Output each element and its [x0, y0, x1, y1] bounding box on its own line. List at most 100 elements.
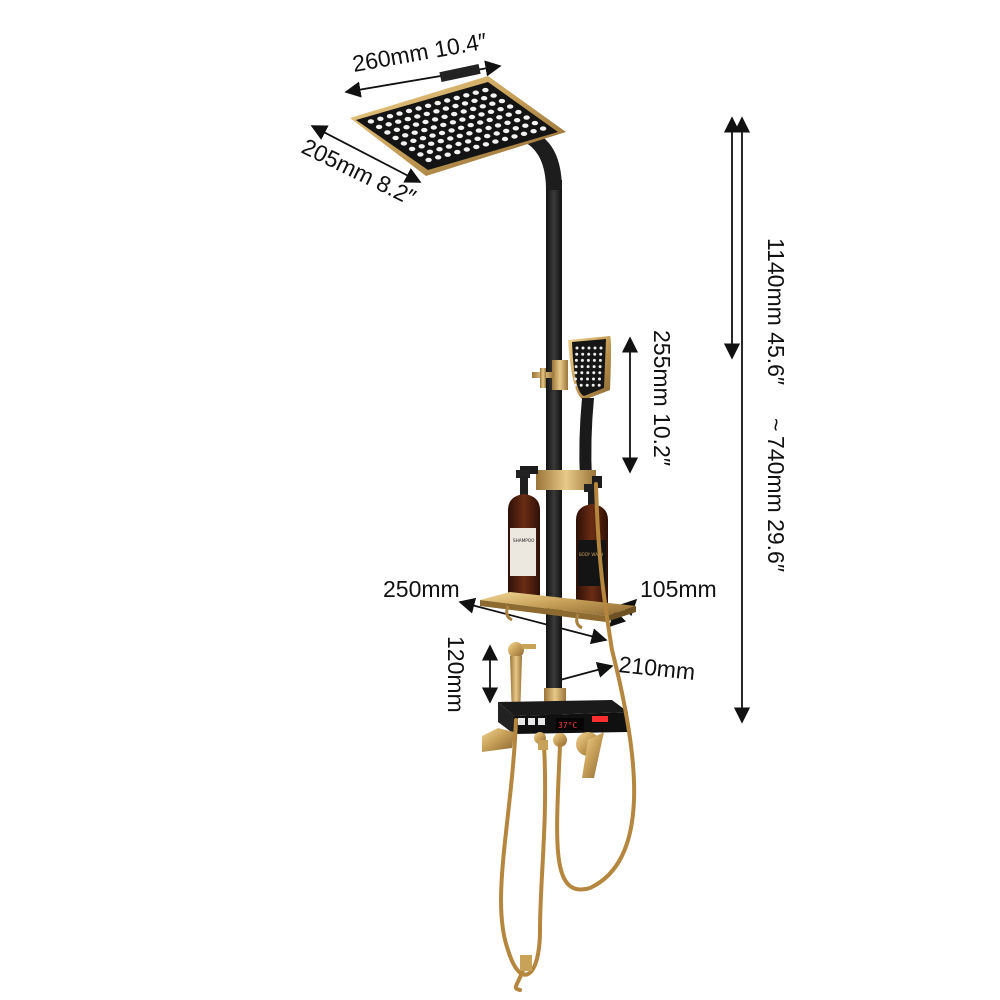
nozzle-dot [474, 136, 481, 141]
hand-nozzle-dot [597, 383, 601, 387]
nozzle-dot [431, 117, 439, 122]
nozzle-dot [449, 120, 457, 125]
nozzle-dot [418, 144, 425, 149]
hand-nozzle-dot [586, 358, 590, 362]
nozzle-dot [511, 134, 518, 139]
nozzle-dot [470, 106, 477, 112]
nozzle-dot [496, 115, 503, 120]
nozzle-dot [477, 120, 484, 125]
nozzle-dot [419, 136, 427, 141]
nozzle-dot [464, 139, 472, 144]
nozzle-dot [367, 119, 375, 124]
nozzle-dot [414, 114, 421, 119]
nozzle-dot [522, 123, 529, 128]
nozzle-dot [512, 126, 519, 131]
hand-nozzle-dot [599, 346, 603, 350]
nozzle-dot [453, 95, 460, 101]
hose-bidet [499, 718, 548, 977]
nozzle-dot [447, 136, 454, 141]
tub-spout [482, 728, 514, 752]
nozzle-dot [539, 126, 547, 131]
nozzle-dot [415, 106, 422, 111]
button-3[interactable] [538, 718, 545, 725]
control-lever[interactable] [582, 732, 604, 778]
nozzle-dot [487, 109, 495, 115]
hand-nozzle-dot [579, 383, 583, 387]
nozzle-dot [452, 103, 459, 109]
hand-nozzle-dot [585, 383, 589, 387]
nozzle-dot [504, 120, 511, 126]
nozzle-dot [492, 139, 499, 144]
nozzle-dot [498, 98, 506, 104]
hand-nozzle-dot [598, 377, 601, 381]
nozzle-dot [468, 114, 476, 120]
nozzle-dot [473, 144, 480, 150]
bottle-left-label: SHAMPOO [513, 538, 535, 543]
nozzle-dot [410, 138, 417, 143]
nozzle-dot [402, 133, 409, 138]
mixer-unit: 37°C [482, 688, 628, 778]
nozzle-dot [480, 96, 488, 101]
nozzle-dot [467, 122, 474, 128]
hand-shower-holder [532, 360, 568, 390]
shelf [480, 592, 636, 630]
nozzle-dot [400, 141, 408, 146]
nozzle-dot [396, 111, 403, 116]
hand-nozzle-dot [574, 365, 578, 369]
hand-nozzle-dot [574, 358, 578, 362]
nozzle-dot [385, 122, 392, 127]
shelf-hook-left [505, 605, 513, 622]
nozzle-dot [411, 130, 418, 135]
hand-nozzle-dot [581, 346, 585, 350]
nozzle-dot [375, 124, 383, 130]
hose-hand-shower [555, 482, 637, 892]
button-2[interactable] [528, 718, 535, 725]
total-height-label-1: 1140mm 45.6″ [763, 238, 789, 385]
button-1[interactable] [518, 718, 525, 725]
hand-nozzle-dot [592, 377, 595, 381]
nozzle-dot [520, 131, 528, 136]
riser-pipe [546, 180, 562, 720]
nozzle-dot [393, 127, 401, 132]
hand-nozzle-dot [599, 352, 603, 356]
nozzle-dot [523, 115, 530, 120]
nozzle-dot [479, 104, 486, 109]
hand-nozzle-dot [580, 377, 583, 381]
hose-couplers [520, 740, 548, 971]
nozzle-dot [422, 119, 429, 125]
nozzle-dot [490, 93, 497, 98]
nozzle-dot [489, 101, 496, 106]
nozzle-dot [444, 98, 451, 103]
hand-nozzle-dot [591, 383, 595, 387]
nozzle-dot [436, 147, 443, 152]
bottle-right-label: BODY WASH [579, 552, 603, 557]
nozzle-dot [482, 142, 490, 147]
bottle-left: SHAMPOO [508, 470, 540, 598]
nozzle-dot [460, 109, 467, 114]
nozzle-dot [424, 103, 432, 109]
hand-nozzle-dot [598, 365, 602, 369]
nozzle-dot [425, 157, 432, 163]
nozzle-dot [426, 149, 434, 154]
nozzle-dot [430, 125, 437, 130]
nozzle-dot [454, 149, 461, 155]
total-height-tilde: ~ [763, 418, 789, 431]
hand-nozzle-dot [586, 377, 589, 381]
nozzle-dot [421, 127, 428, 133]
nozzle-dot [513, 118, 521, 123]
shelf-depth-label: 105mm [640, 576, 717, 602]
spacing-210-arrow [559, 661, 614, 681]
hand-nozzle-dot [593, 352, 597, 356]
nozzle-dot [505, 112, 512, 117]
nozzle-dot [494, 123, 502, 128]
digital-display [556, 718, 584, 730]
hand-nozzle-dot [581, 352, 585, 356]
nozzle-dot [412, 122, 420, 127]
nozzle-dot [428, 141, 435, 146]
nozzle-dot [471, 98, 478, 104]
nozzle-dot [377, 116, 384, 122]
nozzle-dot [456, 133, 463, 139]
nozzle-dot [433, 109, 440, 114]
shower-system: SHAMPOO BODY WASH [350, 63, 637, 992]
nozzle-dot [386, 114, 394, 119]
